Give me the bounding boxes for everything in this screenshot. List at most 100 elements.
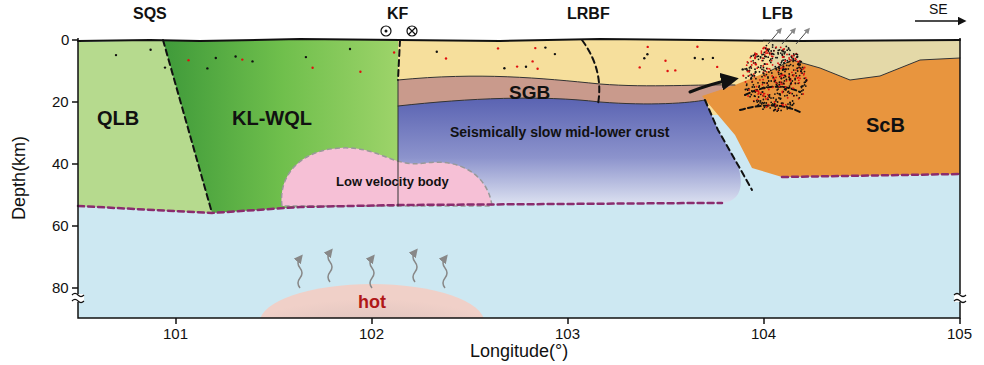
earthquake-dot (797, 77, 799, 79)
tick-label: 0 (61, 32, 69, 49)
earthquake-dot (782, 49, 784, 51)
earthquake-dot (781, 86, 783, 88)
earthquake-dot (778, 69, 780, 71)
earthquake-dot (787, 97, 789, 99)
earthquake-dot (795, 72, 797, 74)
earthquake-dot (773, 97, 775, 99)
earthquake-dot (780, 110, 782, 112)
fault-label: SQS (133, 5, 167, 23)
earthquake-dot (789, 102, 791, 104)
tick-label: 40 (52, 156, 69, 173)
earthquake-dot (753, 62, 755, 64)
heat-arrow (328, 252, 332, 282)
earthquake-dot (747, 61, 749, 63)
earthquake-dot (750, 61, 752, 63)
region-label-box: hot (354, 291, 390, 315)
earthquake-dot (786, 79, 788, 81)
earthquake-dot (215, 57, 217, 59)
earthquake-dot (761, 68, 763, 70)
earthquake-dot (753, 62, 755, 64)
earthquake-dot (755, 63, 757, 65)
earthquake-dot (751, 86, 753, 88)
earthquake-dot (164, 66, 166, 68)
earthquake-dot (789, 104, 791, 106)
earthquake-dot (800, 72, 802, 74)
earthquake-dot (788, 57, 790, 59)
tick-label: 104 (751, 326, 776, 343)
hot-zone (260, 284, 484, 318)
earthquake-dot (795, 69, 797, 71)
earthquake-dot (794, 58, 796, 60)
earthquake-dot (774, 109, 776, 111)
earthquake-dot (755, 57, 757, 59)
lfb-thrust (740, 105, 800, 112)
scb-boundary (705, 100, 752, 190)
earthquake-dot (777, 88, 779, 90)
earthquake-dot (758, 96, 760, 98)
earthquake-dot (206, 67, 208, 69)
earthquake-dot (785, 86, 787, 88)
earthquake-dot (806, 80, 808, 82)
earthquake-dot (805, 80, 807, 82)
lfb-thrust (745, 87, 800, 95)
earthquake-dot (764, 63, 766, 65)
earthquake-dot (771, 58, 773, 60)
earthquake-dot (750, 78, 752, 80)
earthquake-dot (749, 96, 751, 98)
earthquake-dot (748, 71, 750, 73)
earthquake-dot (801, 85, 803, 87)
into-page-symbol (409, 28, 416, 35)
earthquake-dot (781, 73, 783, 75)
earthquake-dot (666, 70, 668, 72)
earthquake-dot (782, 66, 784, 68)
earthquake-dot (770, 70, 772, 72)
earthquake-dot (762, 108, 764, 110)
earthquake-dot (761, 50, 763, 52)
earthquake-dot (784, 51, 786, 53)
earthquake-dot (790, 92, 792, 94)
earthquake-dot (749, 75, 751, 77)
earthquake-dot (783, 53, 785, 55)
earthquake-dot (748, 89, 750, 91)
earthquake-dot (774, 103, 776, 105)
earthquake-dot (767, 76, 769, 78)
earthquake-dot (753, 84, 755, 86)
earthquake-dot (799, 77, 801, 79)
earthquake-dot (755, 63, 757, 65)
earthquake-dot (742, 75, 744, 77)
earthquake-dot (805, 80, 807, 82)
earthquake-dot (798, 82, 800, 84)
tick-mark (72, 225, 78, 227)
earthquake-dot (796, 56, 798, 58)
tick-mark (763, 318, 765, 324)
earthquake-dot (763, 67, 765, 69)
earthquake-dot (755, 53, 757, 55)
earthquake-dot (777, 62, 779, 64)
earthquake-dot (746, 84, 748, 86)
earthquake-dot (797, 67, 799, 69)
earthquake-dot (767, 77, 769, 79)
earthquake-dot (787, 91, 789, 93)
earthquake-dot (798, 63, 800, 65)
earthquake-dot (777, 92, 779, 94)
earthquake-dot (747, 95, 749, 97)
earthquake-dot (776, 83, 778, 85)
earthquake-dot (794, 59, 796, 61)
earthquake-dot (767, 49, 769, 51)
earthquake-dot (773, 53, 775, 55)
earthquake-dot (772, 44, 774, 46)
earthquake-dot (251, 60, 253, 62)
earthquake-dot (802, 67, 804, 69)
earthquake-dot (752, 55, 754, 57)
earthquake-dot (764, 55, 766, 57)
earthquake-dot (772, 46, 774, 48)
axis-break (72, 294, 966, 303)
earthquake-dot (241, 58, 243, 60)
earthquake-dot (763, 47, 765, 49)
earthquake-dot (759, 71, 761, 73)
earthquake-dot (783, 68, 785, 70)
earthquake-dot (762, 82, 764, 84)
earthquake-dot (755, 78, 757, 80)
earthquake-dot (799, 75, 801, 77)
earthquake-dot (785, 76, 787, 78)
